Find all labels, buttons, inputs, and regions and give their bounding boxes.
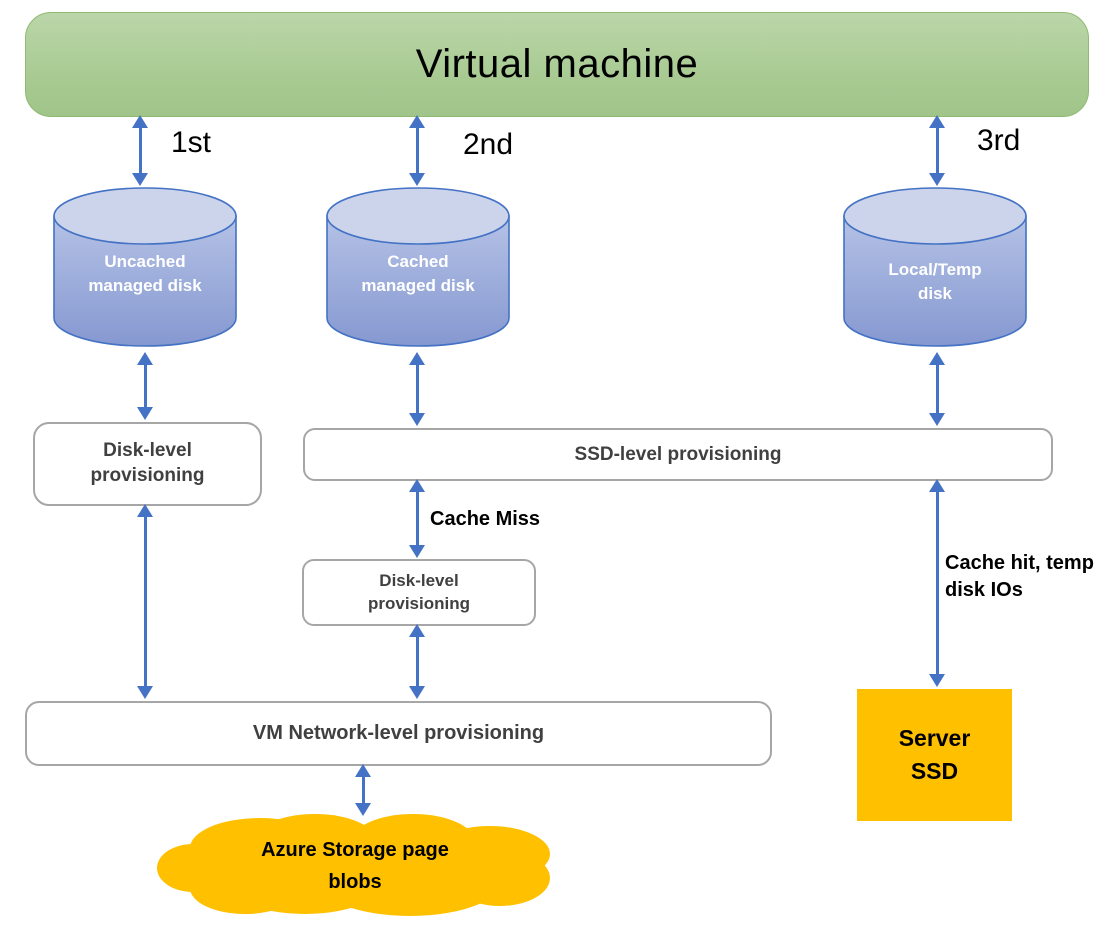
cloud-shape <box>157 814 550 916</box>
arrow-disklevelmid-vmnetwork <box>409 624 425 699</box>
disk-level-provisioning-mid-box: Disk-level provisioning <box>302 559 536 626</box>
arrow-uncached-disklevel <box>137 352 153 420</box>
disk-level-provisioning-left-box: Disk-level provisioning <box>33 422 262 506</box>
ordinal-1st: 1st <box>171 126 212 159</box>
cache-hit-label: Cache hit, temp disk IOs <box>945 552 1094 601</box>
ssd-level-provisioning-box: SSD-level provisioning <box>303 428 1053 481</box>
azure-storage-cloud-label: Azure Storage page blobs <box>261 839 449 893</box>
uncached-disk-label: Uncached managed disk <box>88 252 202 295</box>
cache-miss-label: Cache Miss <box>430 508 541 530</box>
azure-storage-cloud: Azure Storage page blobs <box>155 806 555 926</box>
cylinder-shape <box>326 187 510 347</box>
arrow-vm-localtemp <box>929 115 945 186</box>
uncached-managed-disk-cylinder: Uncached managed disk <box>52 186 238 348</box>
local-temp-disk-cylinder: Local/Temp disk <box>842 186 1028 348</box>
arrow-vm-uncached <box>132 115 148 186</box>
ordinal-3rd: 3rd <box>977 124 1021 157</box>
cached-managed-disk-cylinder: Cached managed disk <box>325 186 511 348</box>
local-temp-disk-label: Local/Temp disk <box>888 260 982 303</box>
vm-network-level-provisioning-label: VM Network-level provisioning <box>252 722 545 744</box>
arrow-disklevel-vmnetwork <box>137 504 153 699</box>
disk-level-provisioning-mid-label: Disk-level provisioning <box>368 571 470 613</box>
cylinder-shape <box>843 187 1027 347</box>
cylinder-shape <box>53 187 237 347</box>
arrow-localtemp-ssdlevel <box>929 352 945 426</box>
ordinal-2nd: 2nd <box>463 128 514 161</box>
cached-disk-label: Cached managed disk <box>361 252 475 295</box>
server-ssd-box: Server SSD <box>857 689 1012 821</box>
virtual-machine-title: Virtual machine <box>415 42 699 86</box>
arrow-ssdlevel-serverssd <box>929 479 945 687</box>
arrow-ssdlevel-disklevel-cachemiss <box>409 479 425 558</box>
disk-level-provisioning-left-label: Disk-level provisioning <box>90 440 205 486</box>
arrow-cached-ssdlevel <box>409 352 425 426</box>
virtual-machine-box: Virtual machine <box>25 12 1089 117</box>
arrow-vmnetwork-cloud <box>355 764 371 816</box>
vm-network-level-provisioning-box: VM Network-level provisioning <box>25 701 772 766</box>
ssd-level-provisioning-label: SSD-level provisioning <box>574 443 782 465</box>
server-ssd-label: Server SSD <box>898 724 971 784</box>
arrow-vm-cached <box>409 115 425 186</box>
